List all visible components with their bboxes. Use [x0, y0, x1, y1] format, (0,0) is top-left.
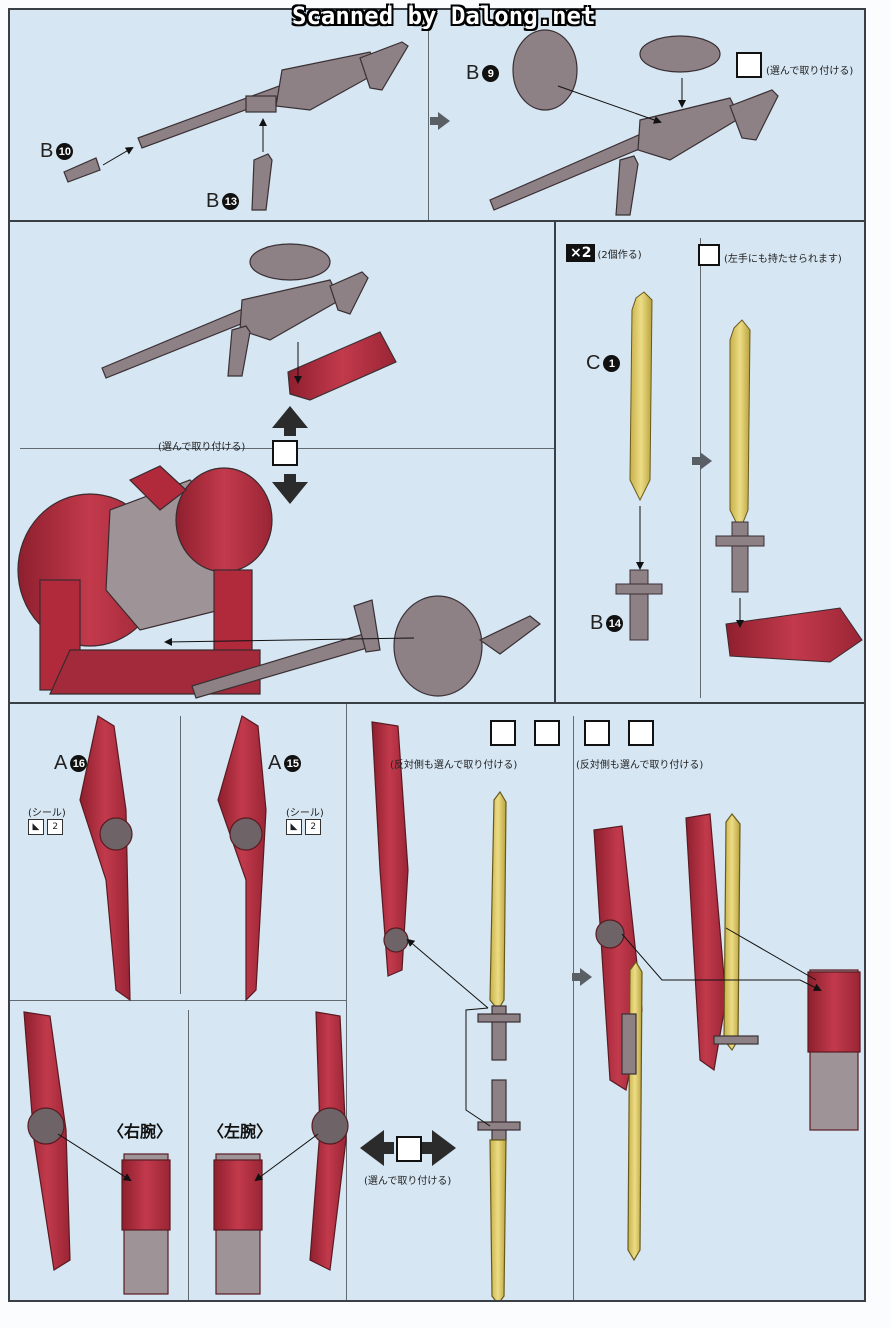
shield-a16	[79, 715, 133, 1002]
shield-sword-stage	[371, 721, 521, 1300]
step-divider	[180, 716, 181, 994]
note-opposite-side: (反対側も選んで取り付ける)	[576, 760, 704, 771]
make-two-badge: ×2(2個作る)	[566, 244, 642, 262]
note-select-attach: (選んで取り付ける)	[766, 66, 854, 77]
select-option-icon	[534, 720, 560, 746]
step-divider	[428, 10, 429, 220]
step-divider	[188, 1010, 189, 1300]
step-divider	[573, 716, 574, 1300]
step-divider	[346, 704, 347, 1300]
note-select-attach: (選んで取り付ける)	[364, 1176, 452, 1187]
select-option-icon	[272, 440, 298, 466]
next-step-arrow	[692, 452, 712, 470]
next-step-arrow	[430, 112, 450, 130]
sword-blade-c1	[615, 291, 663, 641]
sword-assembled	[715, 319, 863, 663]
sticker-icon: ◣	[28, 819, 44, 835]
opposite-side-icon	[584, 720, 610, 746]
select-option-icon	[396, 1136, 422, 1162]
select-option-icon	[628, 720, 654, 746]
sticker-icon: ◣	[286, 819, 302, 835]
rifle-illustration-1	[63, 41, 409, 211]
sticker-note-2: (シール)◣ 2	[286, 804, 324, 835]
next-step-arrow	[572, 968, 592, 986]
step-divider	[10, 1000, 346, 1001]
note-opposite-side: (反対側も選んで取り付ける)	[390, 760, 518, 771]
shield-sword-final	[593, 813, 861, 1262]
note-select-attach: (選んで取り付ける)	[158, 442, 246, 453]
left-arm-assembly	[213, 1011, 349, 1295]
left-arm-label: 〈左腕〉	[208, 1122, 273, 1141]
left-hand-icon	[698, 244, 720, 266]
mobile-suit-torso	[17, 465, 273, 695]
shield-a15	[217, 715, 267, 1002]
section-divider	[554, 222, 556, 702]
rifle-illustration-4	[191, 595, 541, 699]
note-left-hand: (左手にも持たせられます)	[724, 254, 842, 265]
right-arm-assembly	[23, 1011, 171, 1295]
left-right-arrow	[360, 1130, 456, 1166]
select-option-icon	[736, 52, 762, 78]
right-arm-label: 〈右腕〉	[108, 1122, 173, 1141]
opposite-side-icon	[490, 720, 516, 746]
sticker-note-1: (シール)◣ 2	[28, 804, 66, 835]
section-divider	[10, 220, 864, 222]
assembly-illustrations	[17, 29, 863, 1300]
up-down-arrow	[272, 406, 308, 504]
watermark: Scanned by Dalong.net	[292, 2, 596, 30]
rifle-illustration-2	[489, 29, 779, 216]
section-divider	[10, 702, 864, 704]
rifle-illustration-3	[101, 243, 397, 401]
